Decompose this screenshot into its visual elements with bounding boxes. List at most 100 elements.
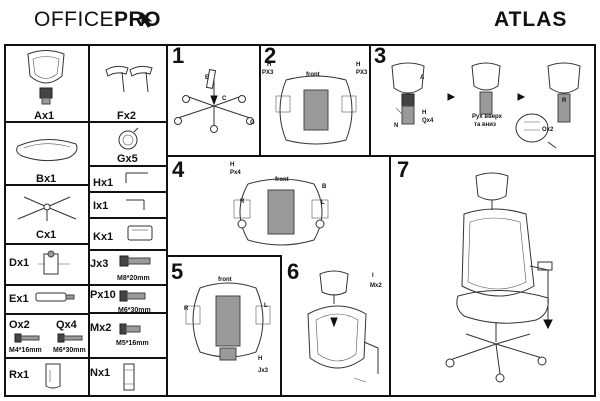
step-5-j: Jx3 bbox=[258, 368, 269, 374]
step-7-chair-drawing bbox=[445, 172, 553, 383]
part-g-caster-icon bbox=[118, 127, 139, 150]
step-1-number: 1 bbox=[172, 43, 185, 68]
frame-line bbox=[280, 255, 282, 397]
frame-line bbox=[166, 44, 168, 397]
part-q-size: M6*30mm bbox=[53, 347, 86, 354]
frame-line bbox=[4, 357, 168, 359]
frame-line bbox=[4, 313, 90, 315]
step-2-drawing bbox=[275, 75, 357, 145]
part-k-label: Kx1 bbox=[93, 231, 114, 243]
part-m-screw-icon bbox=[119, 323, 141, 335]
part-j-label: Jx3 bbox=[90, 258, 109, 270]
part-o-size: M4*16mm bbox=[9, 347, 42, 354]
part-h-label: Hx1 bbox=[93, 177, 114, 189]
step-3-n: N bbox=[394, 123, 399, 129]
part-a-label: Ax1 bbox=[34, 110, 55, 122]
part-p-size: M6*30mm bbox=[118, 307, 151, 314]
step-3-q: Qx4 bbox=[422, 118, 434, 124]
part-r-label: Rx1 bbox=[9, 369, 30, 381]
frame-line bbox=[166, 255, 282, 257]
part-m-size: M5*16mm bbox=[116, 340, 149, 347]
step-1-c: C bbox=[222, 96, 227, 102]
part-n-bracket-icon bbox=[123, 363, 135, 391]
part-e-label: Ex1 bbox=[9, 293, 29, 305]
step-2-px2: PX3 bbox=[356, 70, 368, 76]
part-c-label: Cx1 bbox=[36, 229, 57, 241]
frame-line bbox=[88, 165, 168, 167]
part-m-label: Mx2 bbox=[90, 322, 112, 334]
step-6-i: I bbox=[372, 273, 374, 279]
frame-line bbox=[4, 121, 168, 123]
brand-word-pro: PRO bbox=[114, 8, 162, 31]
part-f-label: Fx2 bbox=[117, 110, 136, 122]
frame-line bbox=[4, 284, 168, 286]
part-o-screw-icon bbox=[14, 333, 40, 343]
part-b-seat-icon bbox=[16, 139, 78, 162]
frame-line bbox=[4, 44, 596, 46]
brand-word-office: OFFICE bbox=[34, 8, 114, 31]
step-4-l: L bbox=[321, 200, 325, 206]
part-f-armrest-icon bbox=[105, 65, 153, 93]
frame-line bbox=[4, 243, 90, 245]
frame-line bbox=[369, 44, 371, 157]
part-j-bolt-icon bbox=[119, 255, 151, 267]
step-5-l: L bbox=[264, 303, 268, 309]
part-n-label: Nx1 bbox=[90, 367, 111, 379]
part-p-label: Px10 bbox=[90, 289, 116, 301]
step-5-number: 5 bbox=[171, 259, 184, 284]
part-h-hex-key-icon bbox=[125, 172, 148, 183]
part-g-label: Gx5 bbox=[117, 153, 138, 165]
step-1-e: E bbox=[205, 75, 210, 81]
frame-line bbox=[4, 44, 6, 397]
step-4-px: Px4 bbox=[230, 170, 241, 176]
part-i-hex-key-icon bbox=[126, 199, 145, 210]
step-1-g: G bbox=[250, 120, 255, 126]
step-2-px: PX3 bbox=[262, 70, 274, 76]
step-4-drawing bbox=[233, 178, 329, 246]
part-e-gas-lift-icon bbox=[35, 292, 75, 302]
part-i-label: Ix1 bbox=[93, 200, 109, 212]
frame-line bbox=[259, 44, 261, 157]
part-k-bracket-icon bbox=[127, 225, 153, 241]
step-5-r: R bbox=[184, 306, 189, 312]
step-4-h: H bbox=[230, 162, 235, 168]
step-6-number: 6 bbox=[287, 259, 300, 284]
step-6-drawing bbox=[307, 270, 379, 383]
step-5-drawing bbox=[185, 282, 271, 361]
frame-line bbox=[88, 44, 90, 397]
part-o-label: Ox2 bbox=[9, 319, 30, 331]
step-3-ox: Ox2 bbox=[542, 127, 554, 133]
step-2-h2: H bbox=[356, 62, 361, 68]
part-q-label: Qx4 bbox=[56, 319, 77, 331]
part-d-label: Dx1 bbox=[9, 257, 30, 269]
part-r-cover-icon bbox=[45, 363, 61, 389]
step-4-r: R bbox=[240, 199, 245, 205]
frame-line bbox=[88, 217, 168, 219]
step-4-front: front bbox=[275, 177, 289, 183]
frame-line bbox=[88, 312, 168, 314]
step-4-b: B bbox=[322, 184, 327, 190]
step-5-front: front bbox=[218, 277, 232, 283]
step-3-h: H bbox=[422, 110, 427, 116]
frame-line bbox=[4, 184, 90, 186]
step-5-h: H bbox=[258, 356, 263, 362]
frame-line bbox=[389, 155, 391, 397]
step-2-h: H bbox=[267, 62, 272, 68]
part-b-label: Bx1 bbox=[36, 173, 57, 185]
step-2-front: front bbox=[306, 72, 320, 78]
frame-line bbox=[4, 395, 596, 397]
step-4-number: 4 bbox=[172, 157, 185, 182]
step-6-m: Mx2 bbox=[370, 283, 382, 289]
step-3-drawing bbox=[391, 62, 581, 149]
part-a-backrest-icon bbox=[27, 50, 65, 105]
frame-line bbox=[88, 191, 168, 193]
step-3-number: 3 bbox=[374, 43, 387, 68]
frame-line bbox=[166, 155, 596, 157]
part-j-size: M8*20mm bbox=[117, 275, 150, 282]
frame-line bbox=[88, 249, 168, 251]
logo-cursor-icon bbox=[141, 11, 153, 28]
step-1-drawing bbox=[174, 69, 254, 133]
part-c-base-icon bbox=[17, 196, 77, 221]
part-d-mechanism-icon bbox=[38, 250, 70, 275]
step-2-number: 2 bbox=[264, 43, 277, 68]
